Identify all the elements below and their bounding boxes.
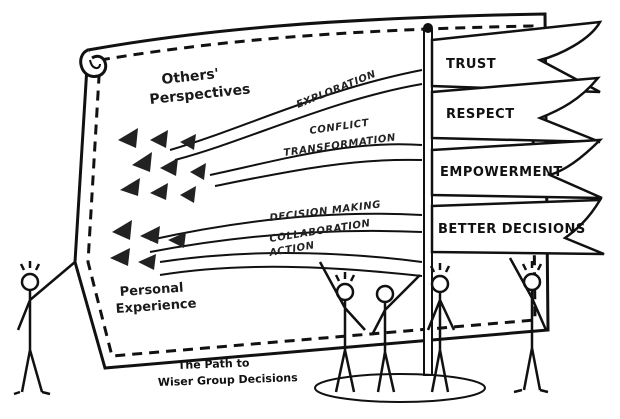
ground-ellipse xyxy=(315,374,485,402)
banner-better-decisions: BETTER DECISIONS xyxy=(438,222,586,237)
banner-respect: RESPECT xyxy=(446,107,515,122)
caption-line1: The Path to xyxy=(178,356,250,372)
person-left xyxy=(14,261,75,394)
banner-empowerment: EMPOWERMENT xyxy=(440,165,563,180)
banner-trust: TRUST xyxy=(446,57,496,72)
caption-line2: Wiser Group Decisions xyxy=(158,371,299,389)
